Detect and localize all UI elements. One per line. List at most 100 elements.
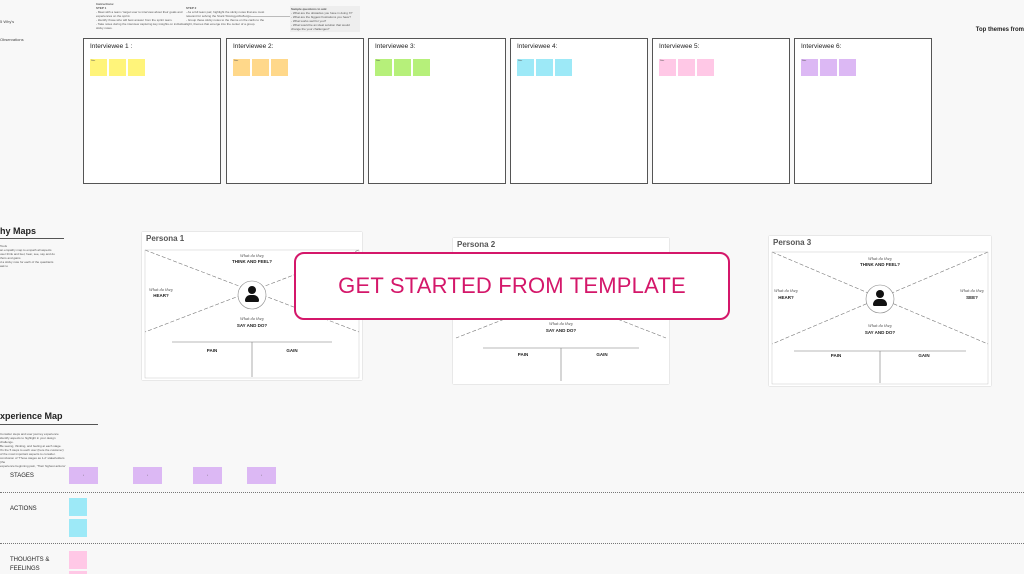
instr-line: - Meet with a team / target user to inte… (96, 10, 183, 14)
sticky-note[interactable] (678, 59, 695, 76)
label-observations: Observations (0, 37, 24, 42)
sticky-note[interactable] (252, 59, 269, 76)
instr-line: - Group these sticky notes to the theme … (186, 18, 265, 22)
sticky-note[interactable] (555, 59, 572, 76)
persona-title: Persona 1 (146, 234, 185, 243)
instr-line: - What are the obstacles you have in doi… (291, 11, 353, 15)
desc-line: an empathy map to empath all aspects (0, 248, 52, 252)
empathy-description: Tools an empathy map to empath all aspec… (0, 244, 68, 268)
action-note[interactable] (69, 498, 87, 516)
sticky-note[interactable] (697, 59, 714, 76)
row-label-actions: ACTIONS (10, 506, 37, 512)
instr-line: - What works well for you? (291, 19, 327, 23)
hear-script: What do they (774, 289, 798, 293)
interviewee-title: Interviewee 2: (233, 43, 274, 50)
desc-line: of the most important aspects to conside… (0, 452, 56, 456)
row-divider (0, 543, 1024, 544)
instr-line: Sample questions to ask: (291, 7, 328, 11)
sticky-note[interactable] (128, 59, 145, 76)
row-label-thoughts: THOUGHTS & (10, 557, 50, 563)
interviewee-card-1[interactable]: Interviewee 1 : Note (83, 38, 221, 184)
desc-line: Be seeing, thinking, and feeling at each… (0, 444, 62, 448)
think-label: THINK AND FEEL? (859, 262, 901, 267)
desc-line: thors and gains (0, 256, 21, 260)
desc-line: Consider steps and user journey experien… (0, 432, 59, 436)
instructions-step2: STEP 2 - As a full team pair, highlight … (186, 6, 316, 26)
interviewee-title: Interviewee 1 : (90, 43, 133, 50)
section-rule (0, 424, 98, 425)
desc-line: user think and feel, hear, see, say and … (0, 252, 55, 256)
pain-label: PAIN (206, 348, 218, 353)
interviewee-card-2[interactable]: Interviewee 2: Note (226, 38, 364, 184)
sticky-note[interactable] (820, 59, 837, 76)
person-icon (243, 285, 261, 303)
desc-line: identify aspects to highlight in your de… (0, 436, 56, 444)
row-label-feelings: FEELINGS (10, 566, 40, 572)
instr-line: - What would be an ideal solution that w… (291, 23, 350, 27)
interviewee-card-6[interactable]: Interviewee 6: Note (794, 38, 932, 184)
experience-description: Consider steps and user journey experien… (0, 432, 70, 468)
instr-line: experiences on the sprint. (96, 14, 131, 18)
sticky-note[interactable]: Note (90, 59, 107, 76)
instr-line: relevant for solving the Stuck Strategy … (186, 14, 252, 18)
sticky-note[interactable]: Note (375, 59, 392, 76)
gain-label: GAIN (286, 348, 298, 353)
desc-line: d a sticky note for each of the quadrant… (0, 260, 54, 264)
sticky-note[interactable] (413, 59, 430, 76)
say-label: SAY AND DO? (545, 328, 577, 333)
sticky-note[interactable]: Note (517, 59, 534, 76)
instr-line: - Take notes during the interview captur… (96, 22, 187, 26)
sticky-note[interactable] (536, 59, 553, 76)
instr-line: sticky notes. (96, 26, 113, 30)
pain-label: PAIN (517, 352, 529, 357)
interviewee-card-3[interactable]: Interviewee 3: Note (368, 38, 506, 184)
top-themes-header: Top themes from (975, 27, 1024, 33)
desc-line: Tools (0, 244, 8, 248)
hear-script: What do they (149, 288, 173, 292)
get-started-from-template-button[interactable]: GET STARTED FROM TEMPLATE (294, 252, 730, 320)
stage-note[interactable]: • (69, 467, 98, 484)
interviewee-card-5[interactable]: Interviewee 5: Note (652, 38, 790, 184)
section-rule (0, 238, 64, 239)
stage-note[interactable]: • (133, 467, 162, 484)
pain-label: PAIN (830, 353, 842, 358)
thought-note[interactable] (69, 571, 87, 574)
say-script: What do they (868, 324, 892, 328)
persona-title: Persona 3 (773, 238, 812, 247)
say-label: SAY AND DO? (864, 330, 896, 335)
interviewee-title: Interviewee 5: (659, 43, 700, 50)
interviewee-title: Interviewee 6: (801, 43, 842, 50)
desc-line: conclusion of 'Those stages as 1-2' stak… (0, 456, 65, 464)
desc-line: ask to (0, 264, 9, 268)
instr-line: Instructions: (96, 2, 115, 6)
instr-line: - Identify those who will best answer fr… (96, 18, 173, 22)
thought-note[interactable] (69, 551, 87, 569)
interviewee-title: Interviewee 3: (375, 43, 416, 50)
sticky-note[interactable] (394, 59, 411, 76)
desc-line: experience beginning pain, 'Their highes… (0, 464, 66, 468)
label-5-whys: 5 Why's (0, 19, 15, 24)
hear-label: HEAR? (153, 293, 169, 298)
sticky-note[interactable] (839, 59, 856, 76)
sticky-note[interactable]: Note (801, 59, 818, 76)
gain-label: GAIN (918, 353, 930, 358)
stage-note[interactable]: • (247, 467, 276, 484)
instr-line: - What are the biggest frustrations you … (291, 15, 351, 19)
gain-label: GAIN (596, 352, 608, 357)
sticky-note[interactable] (271, 59, 288, 76)
think-label: THINK AND FEEL? (231, 259, 273, 264)
sticky-note[interactable] (109, 59, 126, 76)
instr-line: change the your challenges? (291, 27, 330, 31)
see-label: SEE? (966, 295, 978, 300)
person-icon (871, 289, 889, 307)
instructions-questions: Sample questions to ask: - What are the … (290, 6, 360, 32)
sticky-note[interactable]: Note (233, 59, 250, 76)
persona-title: Persona 2 (457, 240, 496, 249)
action-note[interactable] (69, 519, 87, 537)
sticky-note[interactable]: Note (659, 59, 676, 76)
interviewee-card-4[interactable]: Interviewee 4: Note (510, 38, 648, 184)
stage-note[interactable]: • (193, 467, 222, 484)
hear-label: HEAR? (778, 295, 794, 300)
persona-card-3[interactable]: Persona 3 What do they THINK AND FEEL? W… (769, 236, 991, 386)
instr-line: right, themes that emerge into the cente… (186, 22, 256, 26)
